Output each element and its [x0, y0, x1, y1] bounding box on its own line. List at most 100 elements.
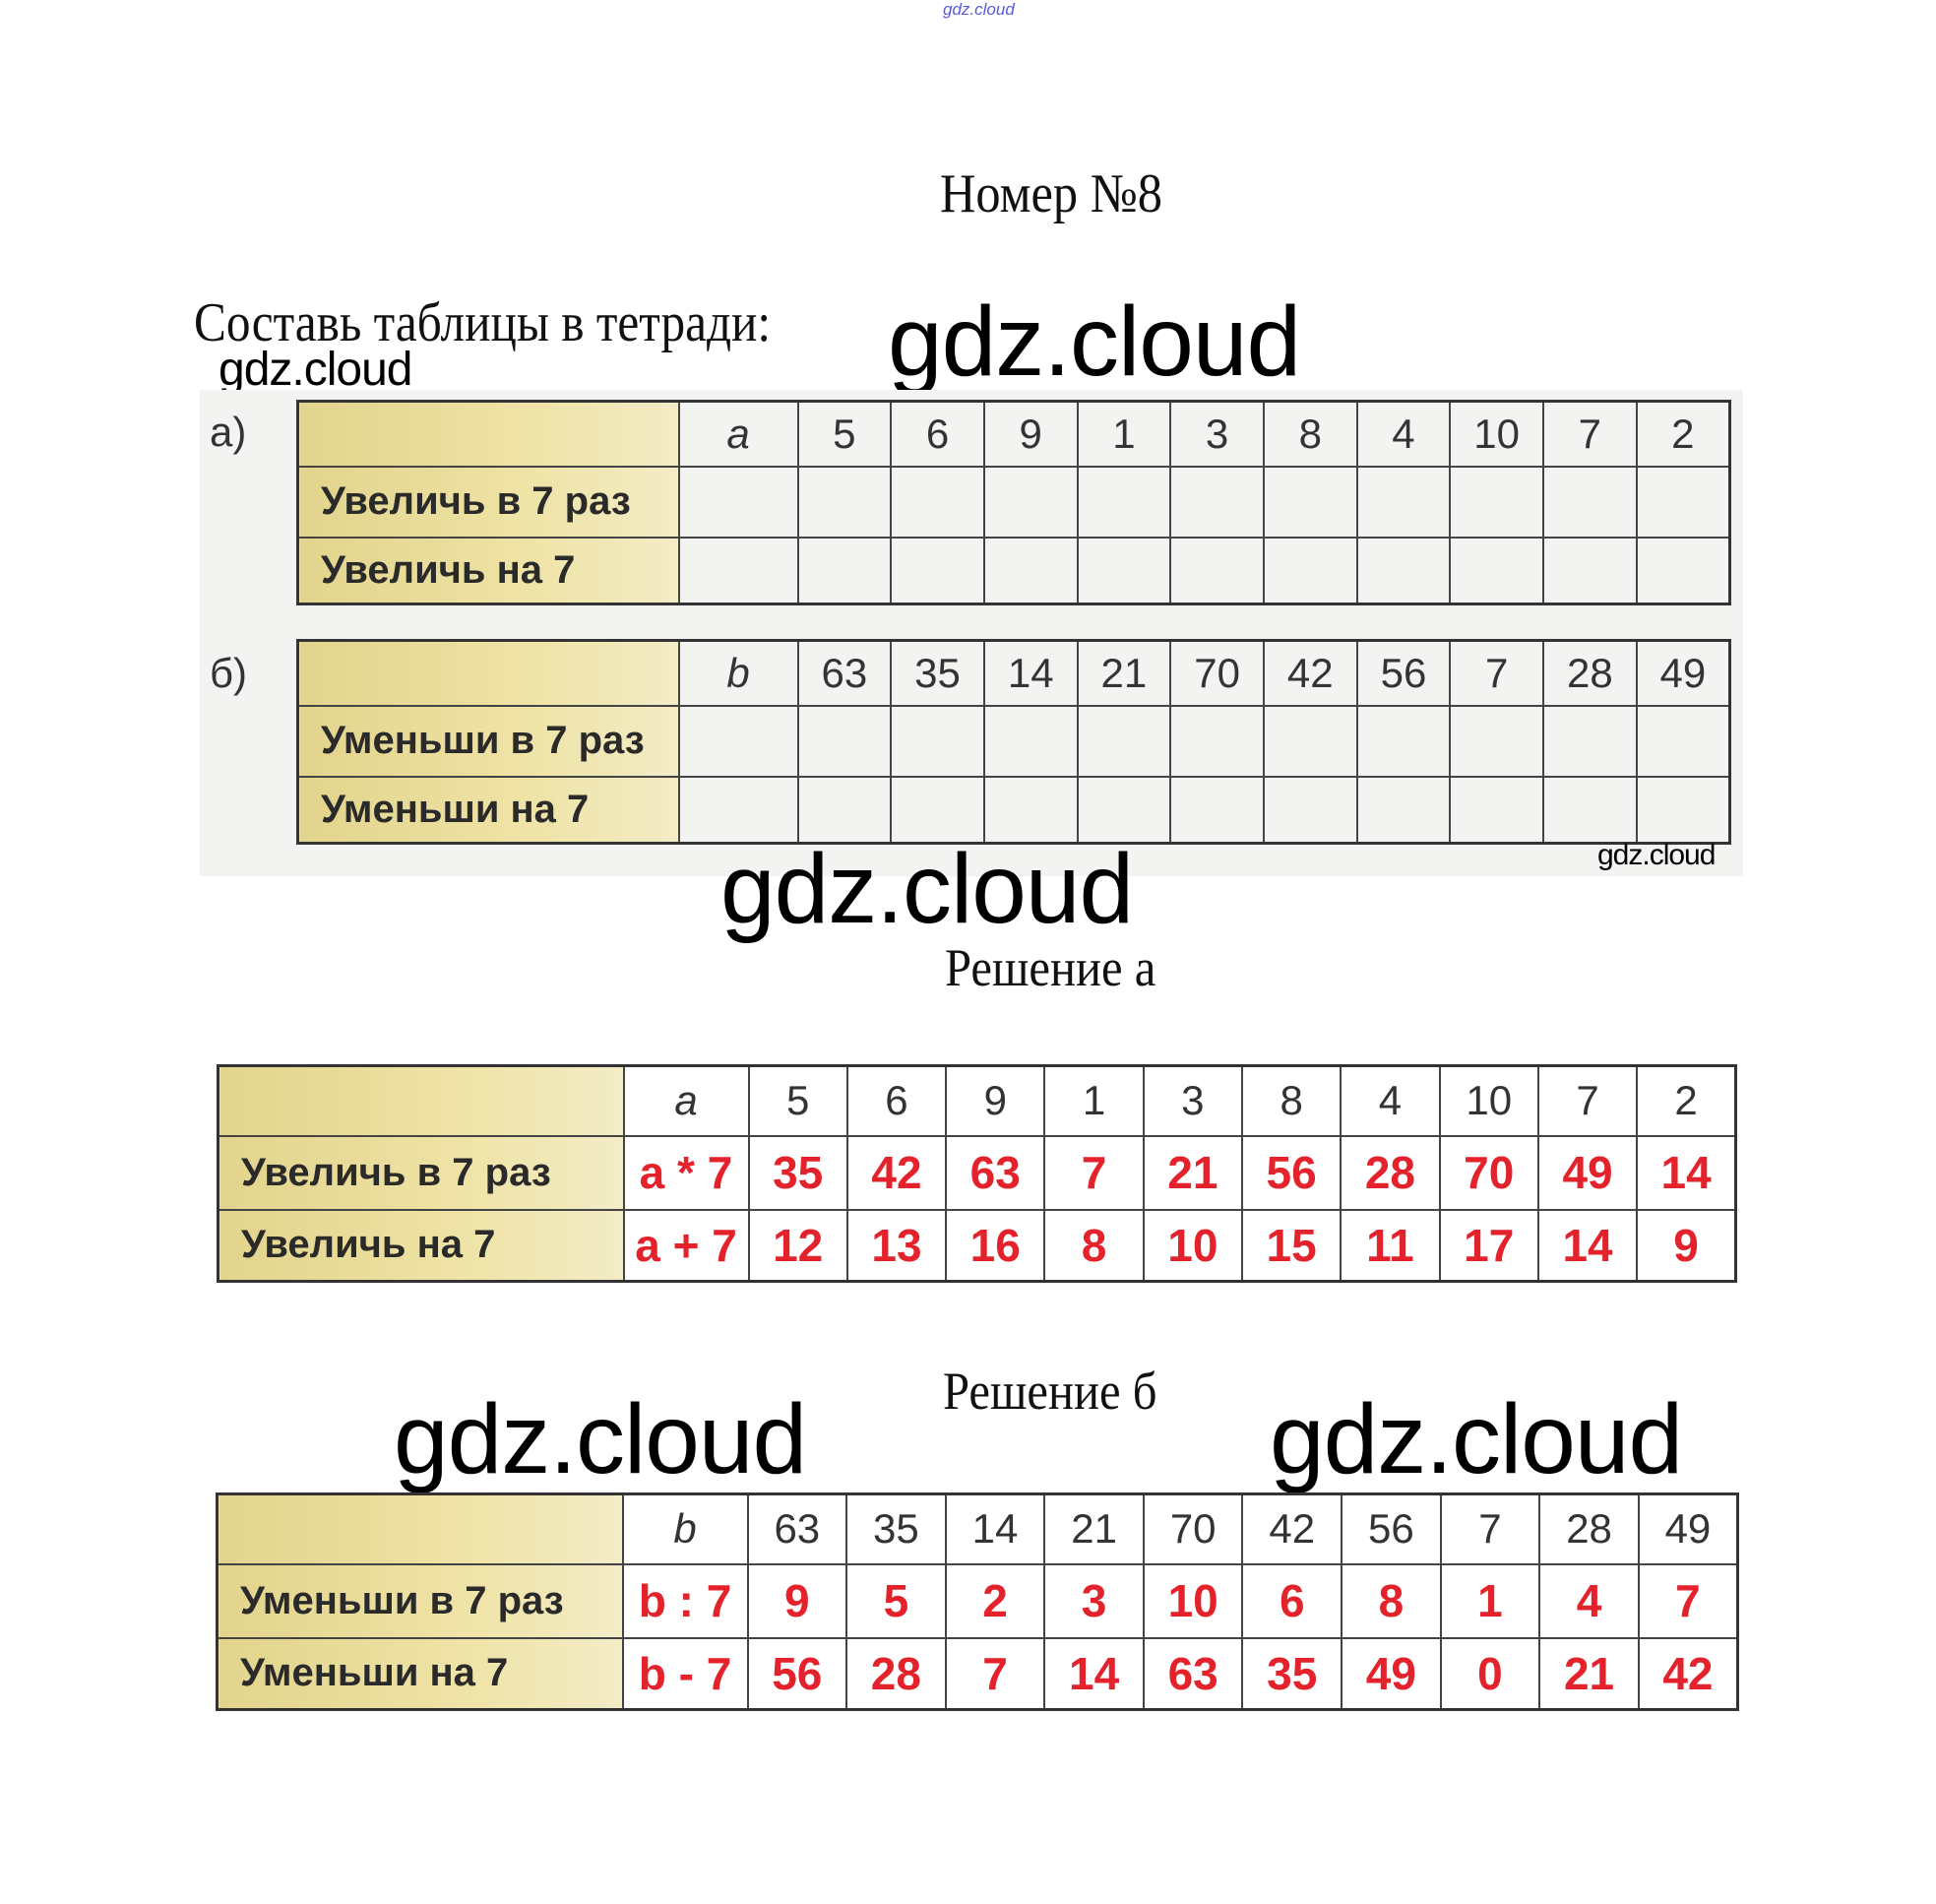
- empty-cell: [677, 775, 799, 845]
- empty-cell: [1449, 704, 1544, 778]
- answer-cell: 8: [1043, 1208, 1145, 1283]
- empty-cell: [1449, 775, 1544, 845]
- empty-cell: [1076, 465, 1172, 539]
- variable-cell: b: [677, 639, 799, 707]
- watermark: gdz.cloud: [219, 344, 412, 396]
- empty-cell: [1449, 465, 1544, 539]
- empty-cell: [1355, 465, 1452, 539]
- empty-cell: [1355, 704, 1452, 778]
- answer-cell: 9: [746, 1562, 848, 1639]
- answer-cell: 11: [1340, 1208, 1441, 1283]
- answer-cell: 49: [1341, 1636, 1442, 1711]
- value-cell: 70: [1142, 1492, 1244, 1565]
- answer-cell: 63: [945, 1134, 1046, 1211]
- solution-b-title: Решение б: [943, 1362, 1157, 1421]
- value-cell: 28: [1542, 639, 1638, 707]
- watermark: gdz.cloud: [1270, 1384, 1683, 1494]
- empty-cell: [1542, 465, 1638, 539]
- value-cell: 63: [746, 1492, 848, 1565]
- row-label: Уменьши на 7: [296, 775, 680, 845]
- value-cell: 9: [945, 1064, 1046, 1137]
- empty-cell: [1542, 704, 1638, 778]
- value-cell: 70: [1169, 639, 1265, 707]
- answer-cell: 49: [1536, 1134, 1639, 1211]
- empty-cell: [890, 465, 985, 539]
- empty-cell: [1355, 775, 1452, 845]
- variable-cell: a: [677, 400, 799, 468]
- value-cell: 42: [1241, 1492, 1343, 1565]
- empty-cell: [1542, 775, 1638, 845]
- value-cell: 42: [1262, 639, 1358, 707]
- empty-cell: [796, 536, 893, 605]
- value-cell: 1: [1043, 1064, 1145, 1137]
- answer-cell: 10: [1142, 1208, 1243, 1283]
- answer-cell: 6: [1241, 1562, 1343, 1639]
- empty-cell: [890, 775, 985, 845]
- empty-cell: [1635, 704, 1731, 778]
- solution-a-title: Решение а: [945, 938, 1156, 997]
- answer-cell: 1: [1439, 1562, 1541, 1639]
- answer-cell: 35: [747, 1134, 848, 1211]
- empty-cell: [677, 536, 799, 605]
- answer-cell: 14: [1043, 1636, 1145, 1711]
- empty-cell: [796, 775, 893, 845]
- table-row: Увеличь в 7 раз: [296, 465, 1731, 539]
- row-label: Увеличь в 7 раз: [217, 1134, 625, 1211]
- answer-cell: 63: [1142, 1636, 1244, 1711]
- empty-cell: [890, 536, 985, 605]
- empty-cell: [982, 775, 1079, 845]
- answer-cell: 8: [1341, 1562, 1442, 1639]
- empty-cell: [1169, 775, 1265, 845]
- task-b-marker: б): [210, 650, 248, 696]
- value-cell: 7: [1536, 1064, 1639, 1137]
- value-cell: 21: [1076, 639, 1172, 707]
- empty-cell: [890, 704, 985, 778]
- answer-cell: 4: [1538, 1562, 1640, 1639]
- value-cell: 14: [982, 639, 1079, 707]
- empty-cell: [1076, 704, 1172, 778]
- table-row: Уменьши на 7: [296, 775, 1731, 845]
- watermark: gdz.cloud: [1597, 839, 1716, 871]
- value-cell: 1: [1076, 400, 1172, 468]
- answer-cell: 56: [1240, 1134, 1343, 1211]
- task-a-marker: а): [210, 409, 247, 455]
- answer-cell: 14: [1636, 1134, 1737, 1211]
- value-cell: 10: [1449, 400, 1544, 468]
- empty-cell: [1169, 465, 1265, 539]
- answer-cell: 17: [1438, 1208, 1539, 1283]
- empty-cell: [1355, 536, 1452, 605]
- answer-cell: 7: [1637, 1562, 1739, 1639]
- value-cell: 49: [1635, 639, 1731, 707]
- formula-cell: a + 7: [622, 1208, 750, 1283]
- variable-cell: b: [621, 1492, 749, 1565]
- empty-cell: [796, 465, 893, 539]
- table-row: Уменьши в 7 раз: [296, 704, 1731, 778]
- empty-cell: [796, 704, 893, 778]
- watermark: gdz.cloud: [720, 834, 1134, 944]
- value-cell: 21: [1043, 1492, 1145, 1565]
- value-cell: 8: [1262, 400, 1358, 468]
- answer-cell: 0: [1439, 1636, 1541, 1711]
- answer-cell: 28: [845, 1636, 947, 1711]
- value-cell: 14: [944, 1492, 1046, 1565]
- table-row: Увеличь на 7: [296, 536, 1731, 605]
- empty-cell: [1262, 704, 1358, 778]
- answer-cell: 42: [1637, 1636, 1739, 1711]
- empty-cell: [982, 465, 1079, 539]
- empty-cell: [1635, 775, 1731, 845]
- empty-cell: [1542, 536, 1638, 605]
- formula-cell: b - 7: [621, 1636, 749, 1711]
- value-cell: 63: [796, 639, 893, 707]
- top-watermark: gdz.cloud: [943, 0, 1015, 19]
- empty-cell: [1076, 536, 1172, 605]
- answer-cell: 2: [944, 1562, 1046, 1639]
- header-label-cell: [296, 400, 680, 468]
